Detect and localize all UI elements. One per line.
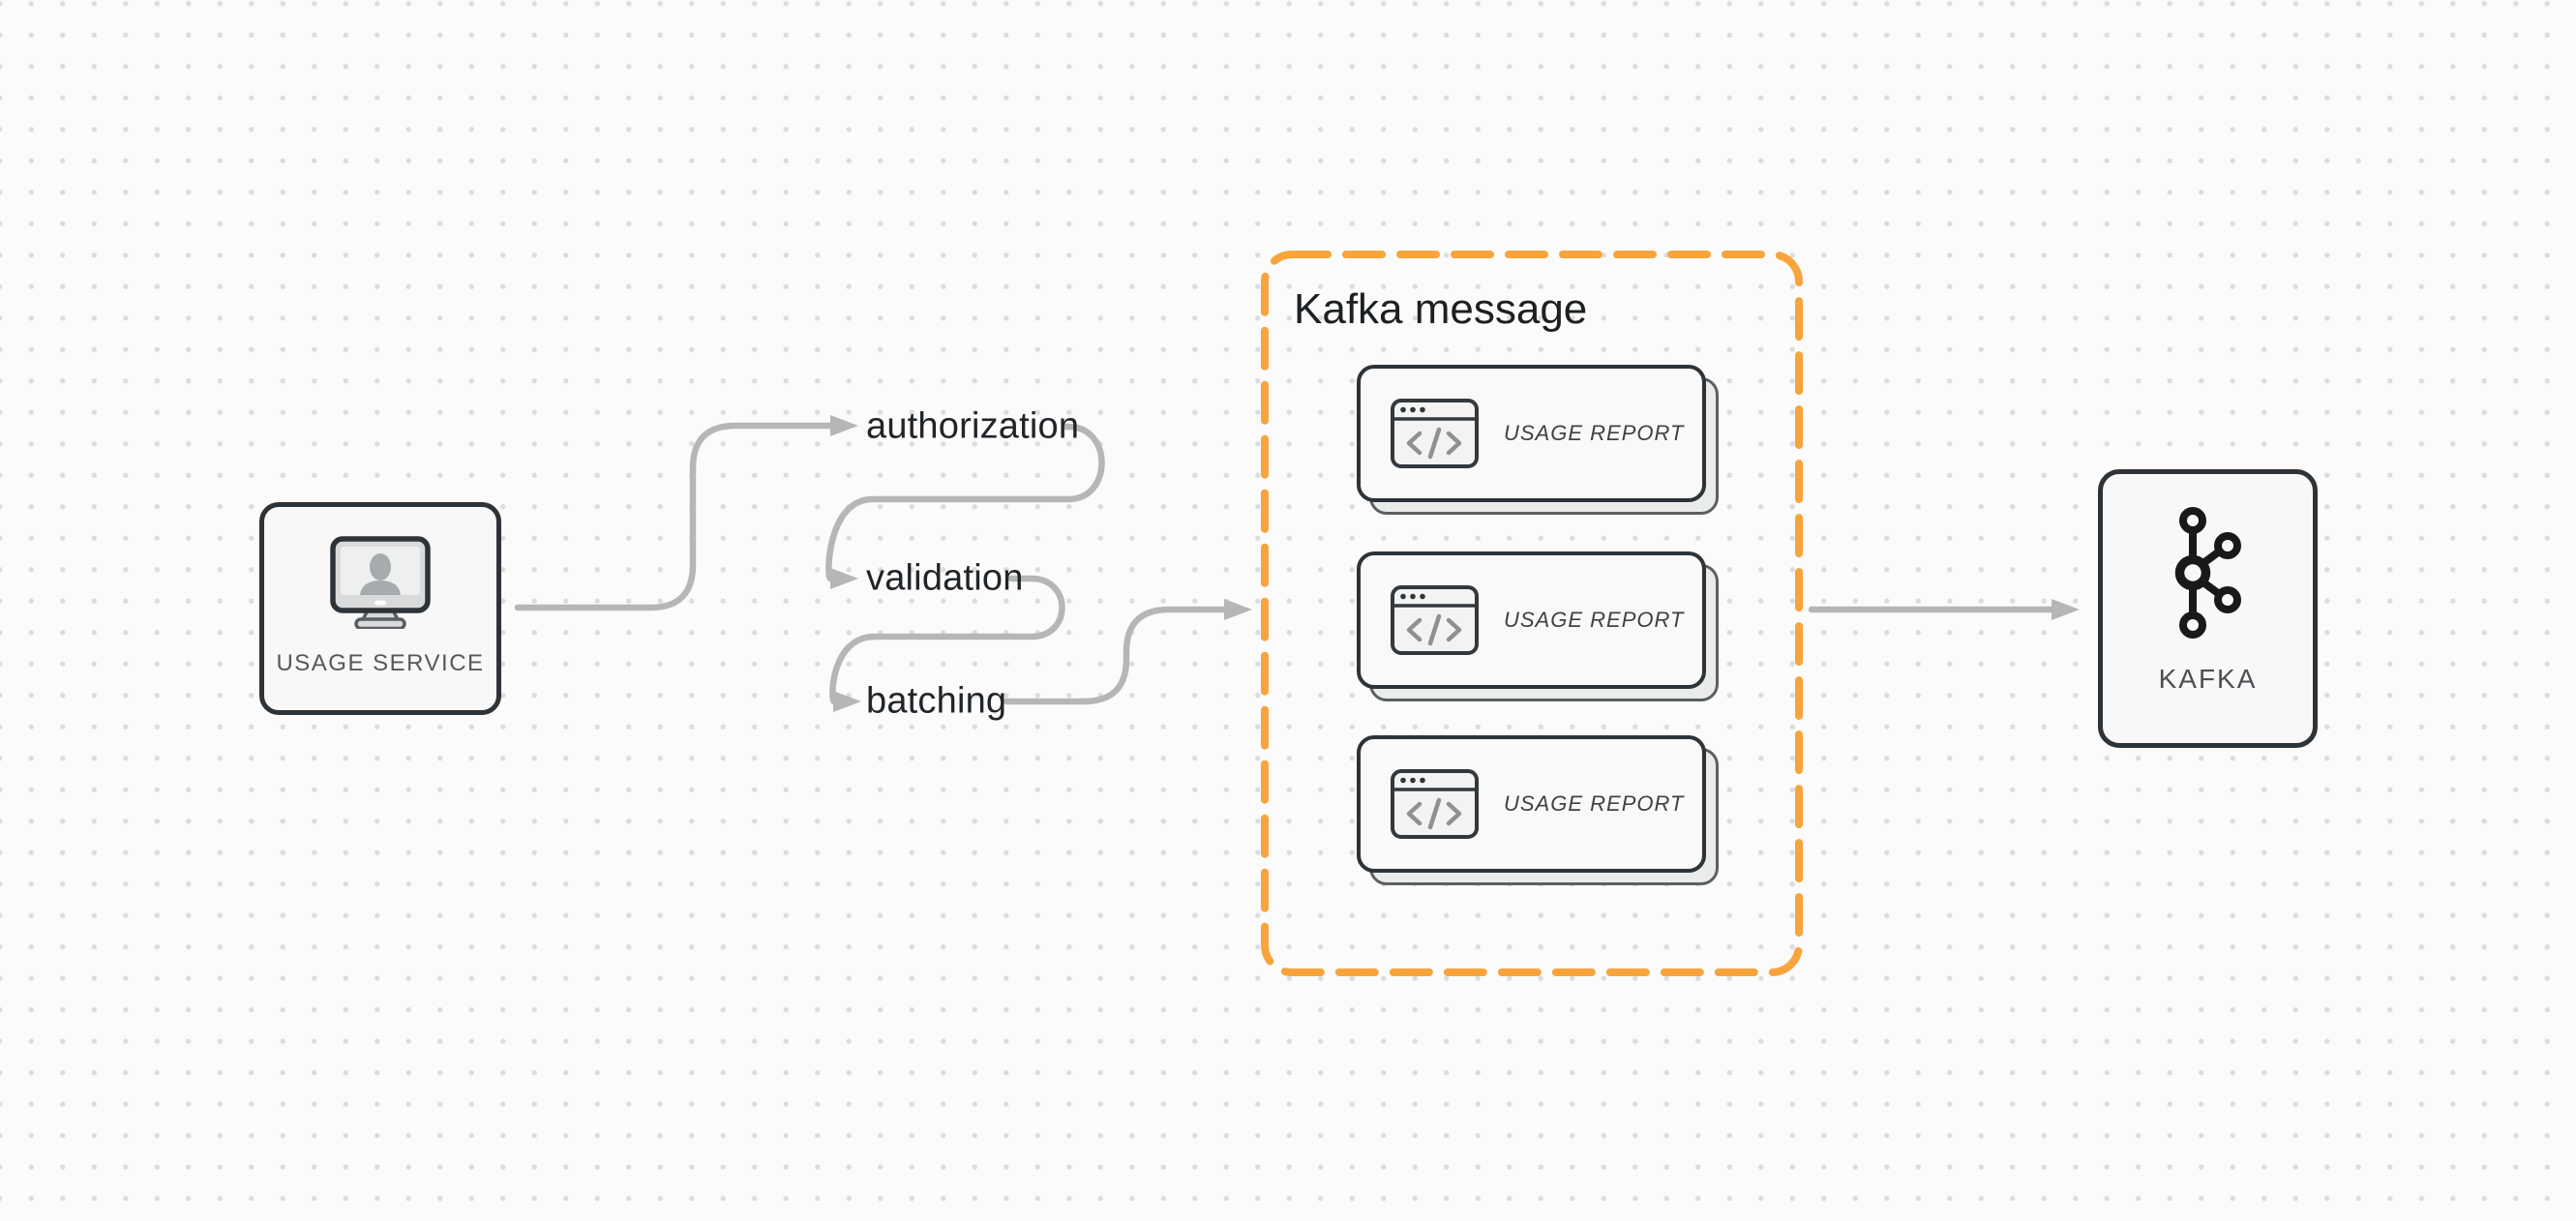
kafka-message-group-border: [1261, 251, 1803, 976]
kafka-message-group-title: Kafka message: [1294, 285, 1588, 333]
usage-report-card: USAGE REPORT: [1357, 735, 1719, 885]
arrowhead-validation: [830, 568, 858, 589]
usage-report-label: USAGE REPORT: [1504, 421, 1685, 445]
usage-service-label: USAGE SERVICE: [276, 650, 485, 676]
arrowhead-authorization: [830, 415, 858, 436]
connector-usage-service-to-authorization: [514, 422, 834, 611]
kafka-logo-icon: [2174, 507, 2241, 639]
code-window-icon: [1391, 585, 1479, 655]
monitor-user-icon: [330, 536, 431, 629]
arrowhead-kafka-message: [1224, 599, 1252, 620]
connector-batching-to-kafka-message: [1003, 606, 1228, 705]
usage-report-card: USAGE REPORT: [1357, 551, 1719, 701]
usage-report-card: USAGE REPORT: [1357, 365, 1719, 515]
arrowhead-kafka: [2052, 599, 2080, 620]
step-label-authorization: authorization: [866, 405, 1080, 447]
kafka-message-group: Kafka message USAGE REPORT: [1261, 251, 1803, 976]
step-label-batching: batching: [866, 680, 1007, 722]
node-usage-service: USAGE SERVICE: [259, 502, 501, 715]
kafka-label: KAFKA: [2158, 664, 2258, 694]
node-kafka: KAFKA: [2098, 469, 2318, 748]
code-window-icon: [1391, 769, 1479, 839]
usage-report-label: USAGE REPORT: [1504, 608, 1685, 632]
connector-authorization-to-validation: [825, 423, 1105, 582]
arrowhead-batching: [833, 691, 861, 712]
step-label-validation: validation: [866, 557, 1024, 599]
usage-report-label: USAGE REPORT: [1504, 791, 1685, 816]
code-window-icon: [1391, 399, 1479, 468]
